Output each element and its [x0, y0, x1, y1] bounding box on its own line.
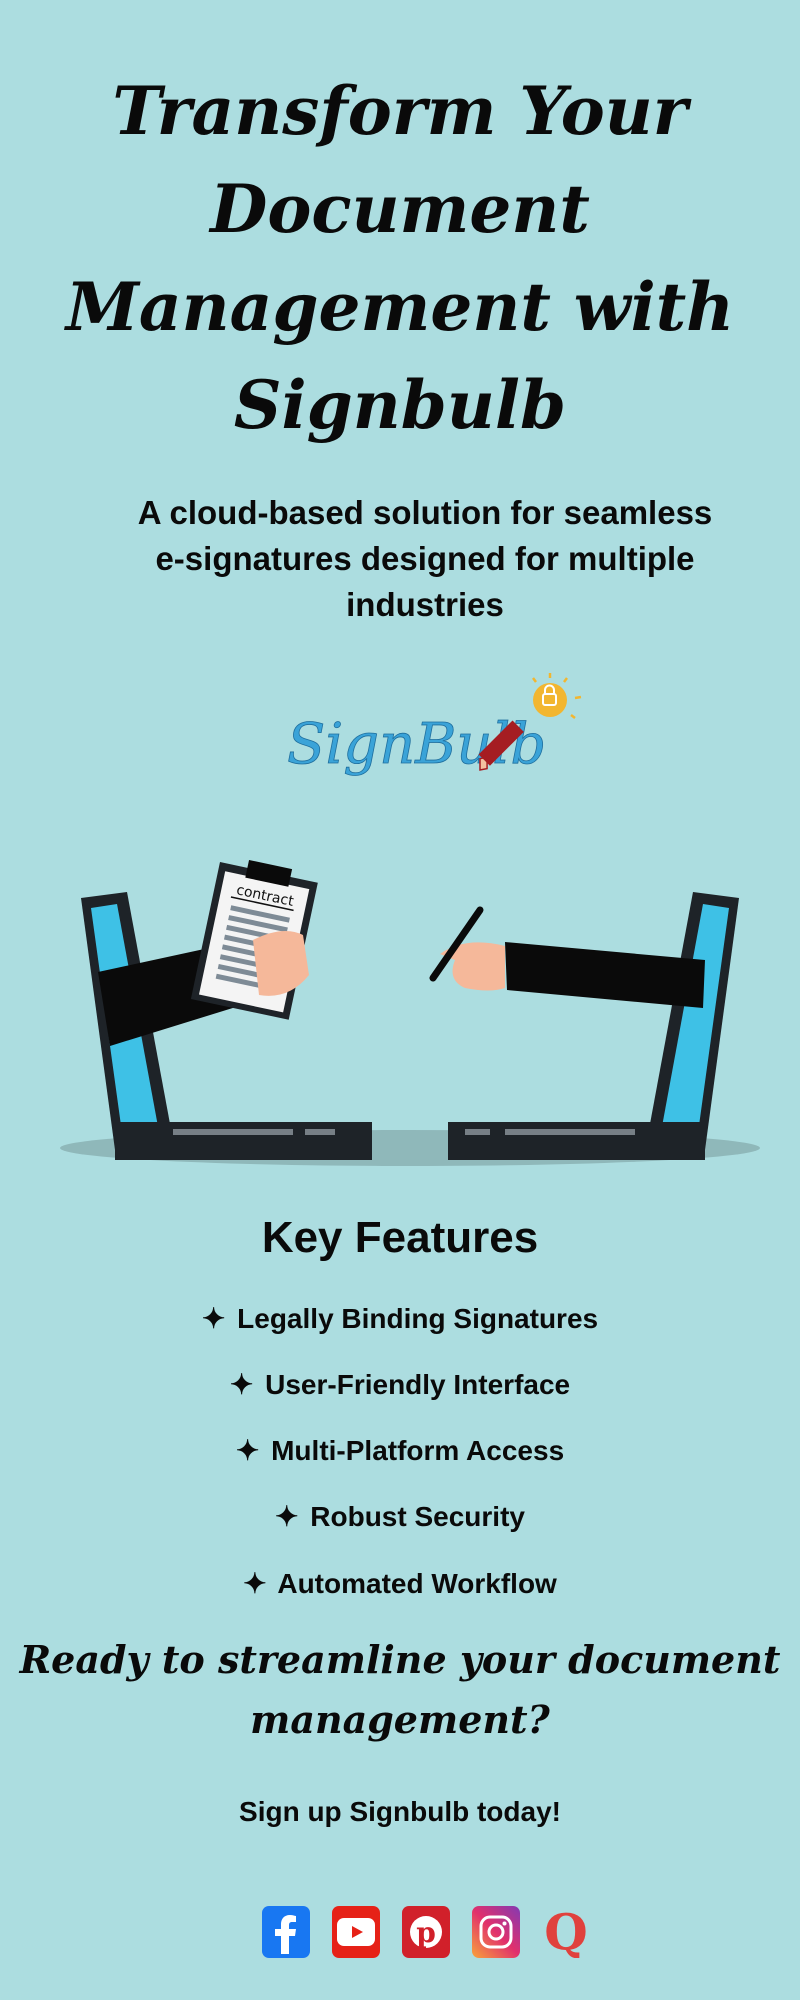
social-links: p Q: [262, 1906, 590, 1958]
four-point-star-icon: ✦: [235, 1435, 260, 1466]
headline-line: Management with: [65, 268, 735, 346]
headline-line: Transform Your: [112, 72, 688, 150]
subtitle-line: A cloud-based solution for seamless: [137, 494, 713, 531]
feature-item: ✦ Multi-Platform Access: [0, 1433, 800, 1469]
svg-text:Q: Q: [544, 1906, 587, 1958]
four-point-star-icon: ✦: [229, 1369, 254, 1400]
feature-label: Legally Binding Signatures: [237, 1303, 599, 1334]
four-point-star-icon: ✦: [275, 1501, 299, 1532]
quora-icon[interactable]: Q: [542, 1906, 590, 1958]
feature-label: Robust Security: [310, 1501, 525, 1532]
youtube-icon[interactable]: [332, 1906, 380, 1958]
subtitle-line: industries: [346, 586, 504, 623]
contract-exchange-illustration: contract: [55, 850, 765, 1170]
pinterest-icon[interactable]: p: [402, 1906, 450, 1958]
feature-item: ✦ User-Friendly Interface: [0, 1367, 800, 1403]
feature-item: ✦ Automated Workflow: [0, 1566, 800, 1602]
key-features-title: Key Features: [261, 1213, 539, 1262]
headline-line: Signbulb: [233, 366, 567, 444]
cta-line: Ready to streamline your document: [19, 1637, 781, 1682]
svg-text:SignBulb: SignBulb: [287, 712, 546, 777]
facebook-icon[interactable]: [262, 1906, 310, 1958]
signbulb-logo: SignBulb: [275, 665, 595, 795]
pen-bulb-lock-icon: SignBulb: [283, 673, 582, 777]
cta-line: management?: [250, 1697, 550, 1742]
feature-label: User-Friendly Interface: [265, 1369, 571, 1400]
feature-label: Automated Workflow: [277, 1568, 557, 1599]
four-point-star-icon: ✦: [201, 1303, 226, 1334]
cta-question: Ready to streamline your document manage…: [0, 1630, 800, 1750]
instagram-icon[interactable]: [472, 1906, 520, 1958]
feature-item: ✦ Robust Security: [0, 1499, 800, 1535]
subtitle-line: e-signatures designed for multiple: [155, 540, 695, 577]
headline-line: Document: [210, 170, 590, 248]
page-headline: Transform Your Document Management with …: [0, 62, 800, 454]
signup-link[interactable]: Sign up Signbulb today!: [239, 1796, 561, 1827]
feature-label: Multi-Platform Access: [271, 1435, 565, 1466]
subtitle: A cloud-based solution for seamless e-si…: [90, 490, 760, 628]
feature-item: ✦ Legally Binding Signatures: [0, 1301, 800, 1337]
four-point-star-icon: ✦: [243, 1568, 267, 1599]
svg-text:p: p: [416, 1916, 436, 1949]
